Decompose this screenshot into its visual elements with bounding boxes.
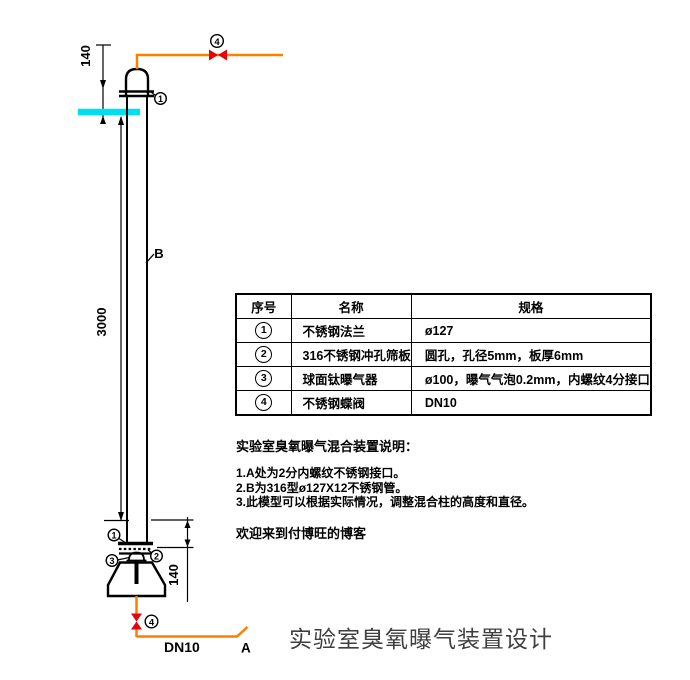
note-line-1: 1.A处为2分内螺纹不锈钢接口。 [236, 466, 406, 480]
table-row-2: 2 316不锈钢冲孔筛板 圆孔，孔径5mm，板厚6mm [235, 342, 652, 367]
table-row-1: 1 不锈钢法兰 ø127 [235, 318, 652, 343]
mixing-column [119, 67, 154, 542]
callout-1-top-label: 1 [158, 94, 163, 104]
row-2-name: 316不锈钢冲孔筛板 [290, 342, 412, 367]
row-4-spec: DN10 [410, 390, 652, 416]
point-b-label: B [154, 246, 163, 261]
point-b-marker: B [145, 246, 164, 264]
row-2-spec: 圆孔，孔径5mm，板厚6mm [410, 342, 652, 367]
note-line-2: 2.B为316型ø127X12不锈钢管。 [236, 480, 408, 495]
row-4-callout: 4 [255, 394, 273, 411]
bottom-flange-assembly [118, 541, 153, 555]
row-1-spec: ø127 [410, 318, 652, 343]
callout-1-bottom: 1 [107, 528, 127, 544]
outlet-pipe-top [135, 53, 283, 69]
callout-4-top-label: 4 [214, 37, 220, 48]
notes-block: 实验室臭氧曝气混合装置说明： 1.A处为2分内螺纹不锈钢接口。 2.B为316型… [236, 436, 656, 542]
callout-4-bottom-label: 4 [149, 617, 155, 628]
butterfly-valve-top [209, 49, 227, 61]
dimension-140-bottom: 140 [151, 517, 194, 602]
dim-label-3000: 3000 [94, 308, 109, 337]
dim-label-140-top: 140 [78, 45, 93, 67]
callout-1-top: 1 [150, 91, 167, 105]
dim-label-140-bottom: 140 [166, 564, 181, 586]
callout-3-bottom: 3 [105, 554, 130, 568]
note-line-3: 3.此模型可以根据实际情况，调整混合柱的高度和直径。 [236, 495, 535, 509]
point-a-label: A [241, 641, 251, 656]
col-header-name: 名称 [290, 293, 412, 319]
inlet-pipe-bottom [131, 596, 249, 638]
col-header-no: 序号 [235, 293, 292, 319]
table-header-row: 序号 名称 规格 [235, 293, 652, 319]
notes-heading: 实验室臭氧曝气混合装置说明： [236, 439, 419, 454]
drawing-title: 实验室臭氧曝气装置设计 [289, 626, 553, 652]
row-3-name: 球面钛曝气器 [290, 366, 412, 391]
butterfly-valve-bottom [131, 613, 142, 622]
spec-table: 序号 名称 规格 1 不锈钢法兰 ø127 2 316不锈钢冲孔筛板 圆孔，孔径… [235, 293, 652, 416]
table-row-3: 3 球面钛曝气器 ø100，曝气气泡0.2mm，内螺纹4分接口 [235, 366, 652, 391]
callout-1-bottom-label: 1 [111, 531, 116, 541]
table-row-4: 4 不锈钢蝶阀 DN10 [235, 390, 652, 416]
callout-2-bottom-label: 2 [154, 552, 159, 562]
col-header-spec: 规格 [410, 293, 652, 319]
callout-3-bottom-label: 3 [109, 556, 114, 566]
callout-4-bottom: 4 [144, 614, 159, 629]
titanium-aerator [126, 551, 147, 584]
dimension-3000: 3000 [94, 116, 129, 522]
row-4-name: 不锈钢蝶阀 [290, 390, 412, 416]
row-2-callout: 2 [255, 346, 273, 363]
funnel-base [106, 561, 167, 598]
row-1-callout: 1 [255, 322, 273, 339]
pipe-size-label: DN10 [164, 639, 200, 655]
callout-2-bottom: 2 [147, 549, 163, 563]
callout-4-top: 4 [209, 34, 224, 49]
row-1-name: 不锈钢法兰 [290, 318, 412, 343]
blog-welcome-text: 欢迎来到付博旺的博客 [236, 525, 367, 541]
row-3-spec: ø100，曝气气泡0.2mm，内螺纹4分接口 [410, 366, 652, 391]
row-3-callout: 3 [255, 370, 273, 387]
